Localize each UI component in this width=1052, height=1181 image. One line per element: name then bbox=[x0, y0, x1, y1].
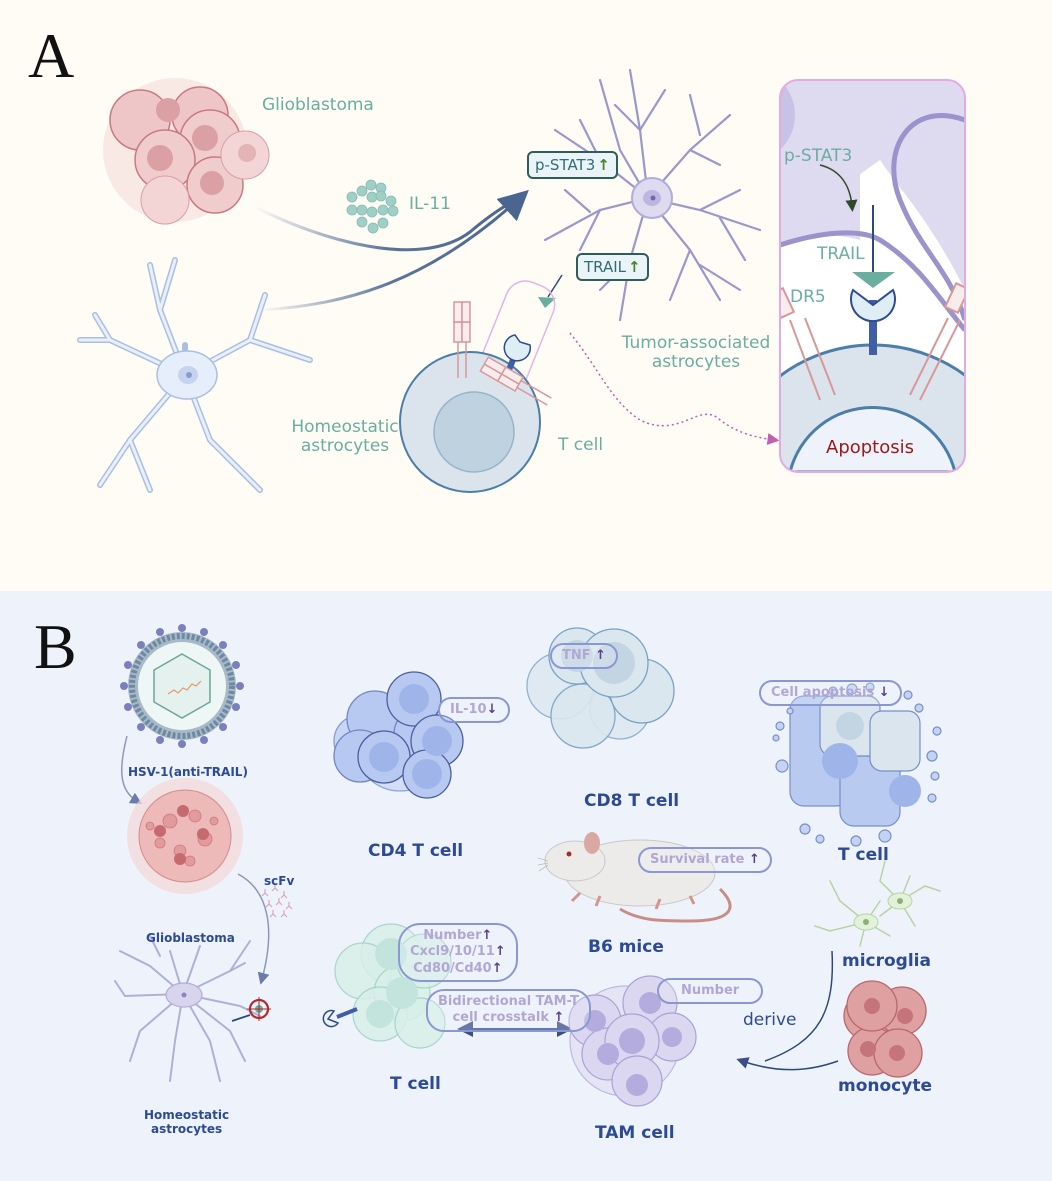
derive-arrow-microglia bbox=[764, 950, 834, 1062]
t-cell-icon bbox=[399, 301, 552, 493]
up-arrow-icon: ↑ bbox=[628, 258, 641, 276]
up-arrow-icon: ↑ bbox=[597, 156, 610, 174]
hsv1-virus-icon bbox=[120, 624, 244, 748]
tumor-assoc-line-1: Tumor-associated bbox=[621, 333, 771, 353]
trail-tag-text: TRAIL bbox=[584, 258, 627, 276]
homeostatic-astrocyte-b-icon bbox=[114, 935, 261, 1082]
panel-b-illustration bbox=[114, 624, 942, 1107]
tam-number-pill: Number bbox=[657, 978, 764, 1005]
inset-dr5-label: DR5 bbox=[790, 287, 826, 307]
scfv-particles-icon bbox=[261, 884, 293, 918]
glioblastoma-cluster-icon bbox=[103, 78, 270, 225]
tam-cell-label: TAM cell bbox=[595, 1123, 675, 1143]
survival-rate-up-pill: Survival rate ↑ bbox=[638, 847, 772, 874]
homeostatic-b-line-1: Homeostatic bbox=[144, 1108, 230, 1122]
induces-apoptosis-arrow bbox=[569, 332, 780, 445]
cd8-t-cell-label: CD8 T cell bbox=[584, 791, 680, 811]
homeostatic-line-1: Homeostatic bbox=[291, 417, 399, 437]
up-arrow-icon: ↑ bbox=[553, 1010, 565, 1026]
inset-pstat3-label: p-STAT3 bbox=[784, 146, 853, 166]
tumor-associated-astrocytes-label: Tumor-associated astrocytes bbox=[616, 334, 776, 371]
homeostatic-astrocytes-b-label: Homeostatic astrocytes bbox=[144, 1108, 230, 1137]
panel-b: B bbox=[0, 591, 1052, 1181]
glioblastoma-b-icon bbox=[127, 778, 243, 894]
monocyte-icon bbox=[843, 980, 927, 1078]
panel-b-letter: B bbox=[34, 611, 77, 682]
il10-text: IL-10 bbox=[450, 702, 487, 717]
trail-up-tag: TRAIL↑ bbox=[576, 253, 649, 281]
glioblastoma-b-label: Glioblastoma bbox=[146, 931, 235, 945]
derive-label: derive bbox=[743, 1010, 797, 1030]
crosstalk-line-2: cell crosstalk ↑ bbox=[438, 1010, 579, 1026]
homeostatic-arrow bbox=[259, 189, 529, 312]
cd8-t-cell-cluster-icon bbox=[526, 627, 675, 749]
apoptotic-t-cell-cluster-icon bbox=[772, 682, 942, 847]
homeostatic-b-line-2: astrocytes bbox=[151, 1121, 223, 1136]
monocyte-label: monocyte bbox=[838, 1076, 932, 1096]
panel-a: A bbox=[28, 20, 966, 493]
pstat3-up-tag: p-STAT3↑ bbox=[527, 151, 618, 179]
crosstalk-text: cell crosstalk bbox=[452, 1010, 550, 1026]
dr5-receptor-b-icon bbox=[322, 1009, 340, 1028]
down-arrow-icon: ↓ bbox=[486, 702, 498, 717]
hsv1-label: HSV-1(anti-TRAIL) bbox=[128, 765, 248, 779]
cd4-t-cell-cluster-icon bbox=[333, 671, 464, 799]
glioblastoma-label: Glioblastoma bbox=[262, 95, 374, 115]
t-cell-label: T cell bbox=[558, 435, 604, 455]
pstat3-tag-text: p-STAT3 bbox=[535, 156, 596, 174]
cell-apoptosis-down-pill: Cell apoptosis ↓ bbox=[759, 680, 902, 707]
inset-apoptosis-label: Apoptosis bbox=[826, 437, 915, 458]
up-arrow-icon: ↑ bbox=[494, 944, 506, 960]
il10-down-pill: IL-10↓ bbox=[438, 697, 510, 724]
zoom-inset bbox=[779, 79, 966, 473]
il11-particles-icon bbox=[346, 179, 399, 234]
microglia-icon bbox=[814, 860, 941, 947]
il11-label: IL-11 bbox=[409, 194, 451, 214]
derive-arrow-monocyte bbox=[736, 1057, 839, 1071]
target-crosshair-icon bbox=[247, 997, 271, 1021]
cd80-line: Cd80/Cd40↑ bbox=[410, 961, 506, 977]
t-cell-markers-pill: Number↑ Cxcl9/10/11↑ Cd80/Cd40↑ bbox=[398, 923, 518, 982]
crosstalk-up-pill: Bidirectional TAM-T cell crosstalk ↑ bbox=[426, 989, 591, 1032]
up-arrow-icon: ↑ bbox=[491, 960, 503, 976]
crosstalk-line-1: Bidirectional TAM-T bbox=[438, 994, 579, 1009]
b6-mice-label: B6 mice bbox=[588, 937, 664, 957]
homeostatic-line-2: astrocytes bbox=[300, 435, 390, 456]
number-line: Number↑ bbox=[410, 928, 506, 944]
inset-trail-label: TRAIL bbox=[817, 244, 865, 264]
microglia-label: microglia bbox=[842, 951, 931, 971]
dr5-receptor-icon bbox=[503, 334, 532, 362]
survival-rate-text: Survival rate bbox=[650, 852, 745, 867]
scfv-label: scFv bbox=[264, 874, 295, 888]
down-arrow-icon: ↓ bbox=[878, 685, 890, 700]
homeostatic-astrocytes-label: Homeostatic astrocytes bbox=[280, 418, 410, 455]
t-cell-bottom-cluster-icon bbox=[334, 923, 452, 1049]
cxcl-text: Cxcl9/10/11 bbox=[410, 944, 495, 960]
number-text: Number bbox=[423, 928, 482, 943]
up-arrow-icon: ↑ bbox=[595, 648, 607, 663]
cell-apoptosis-text: Cell apoptosis bbox=[771, 685, 875, 700]
up-arrow-icon: ↑ bbox=[748, 852, 760, 867]
tnf-text: TNF bbox=[562, 648, 591, 663]
trail-ligand-icon bbox=[538, 297, 556, 308]
t-cell-top-label: T cell bbox=[838, 845, 889, 865]
panel-a-illustration bbox=[77, 68, 966, 493]
cxcl-line: Cxcl9/10/11↑ bbox=[410, 944, 506, 960]
cd4-t-cell-label: CD4 T cell bbox=[368, 841, 464, 861]
tnf-up-pill: TNF ↑ bbox=[550, 643, 619, 670]
b6-mouse-icon bbox=[537, 832, 732, 923]
receptor-stalk bbox=[336, 1007, 358, 1019]
tumor-assoc-line-2: astrocytes bbox=[651, 351, 741, 372]
t-cell-bottom-label: T cell bbox=[390, 1074, 441, 1094]
up-arrow-icon: ↑ bbox=[481, 928, 493, 943]
panel-a-letter: A bbox=[28, 20, 75, 91]
tam-number-text: Number bbox=[681, 983, 740, 998]
cd80-text: Cd80/Cd40 bbox=[413, 960, 492, 976]
